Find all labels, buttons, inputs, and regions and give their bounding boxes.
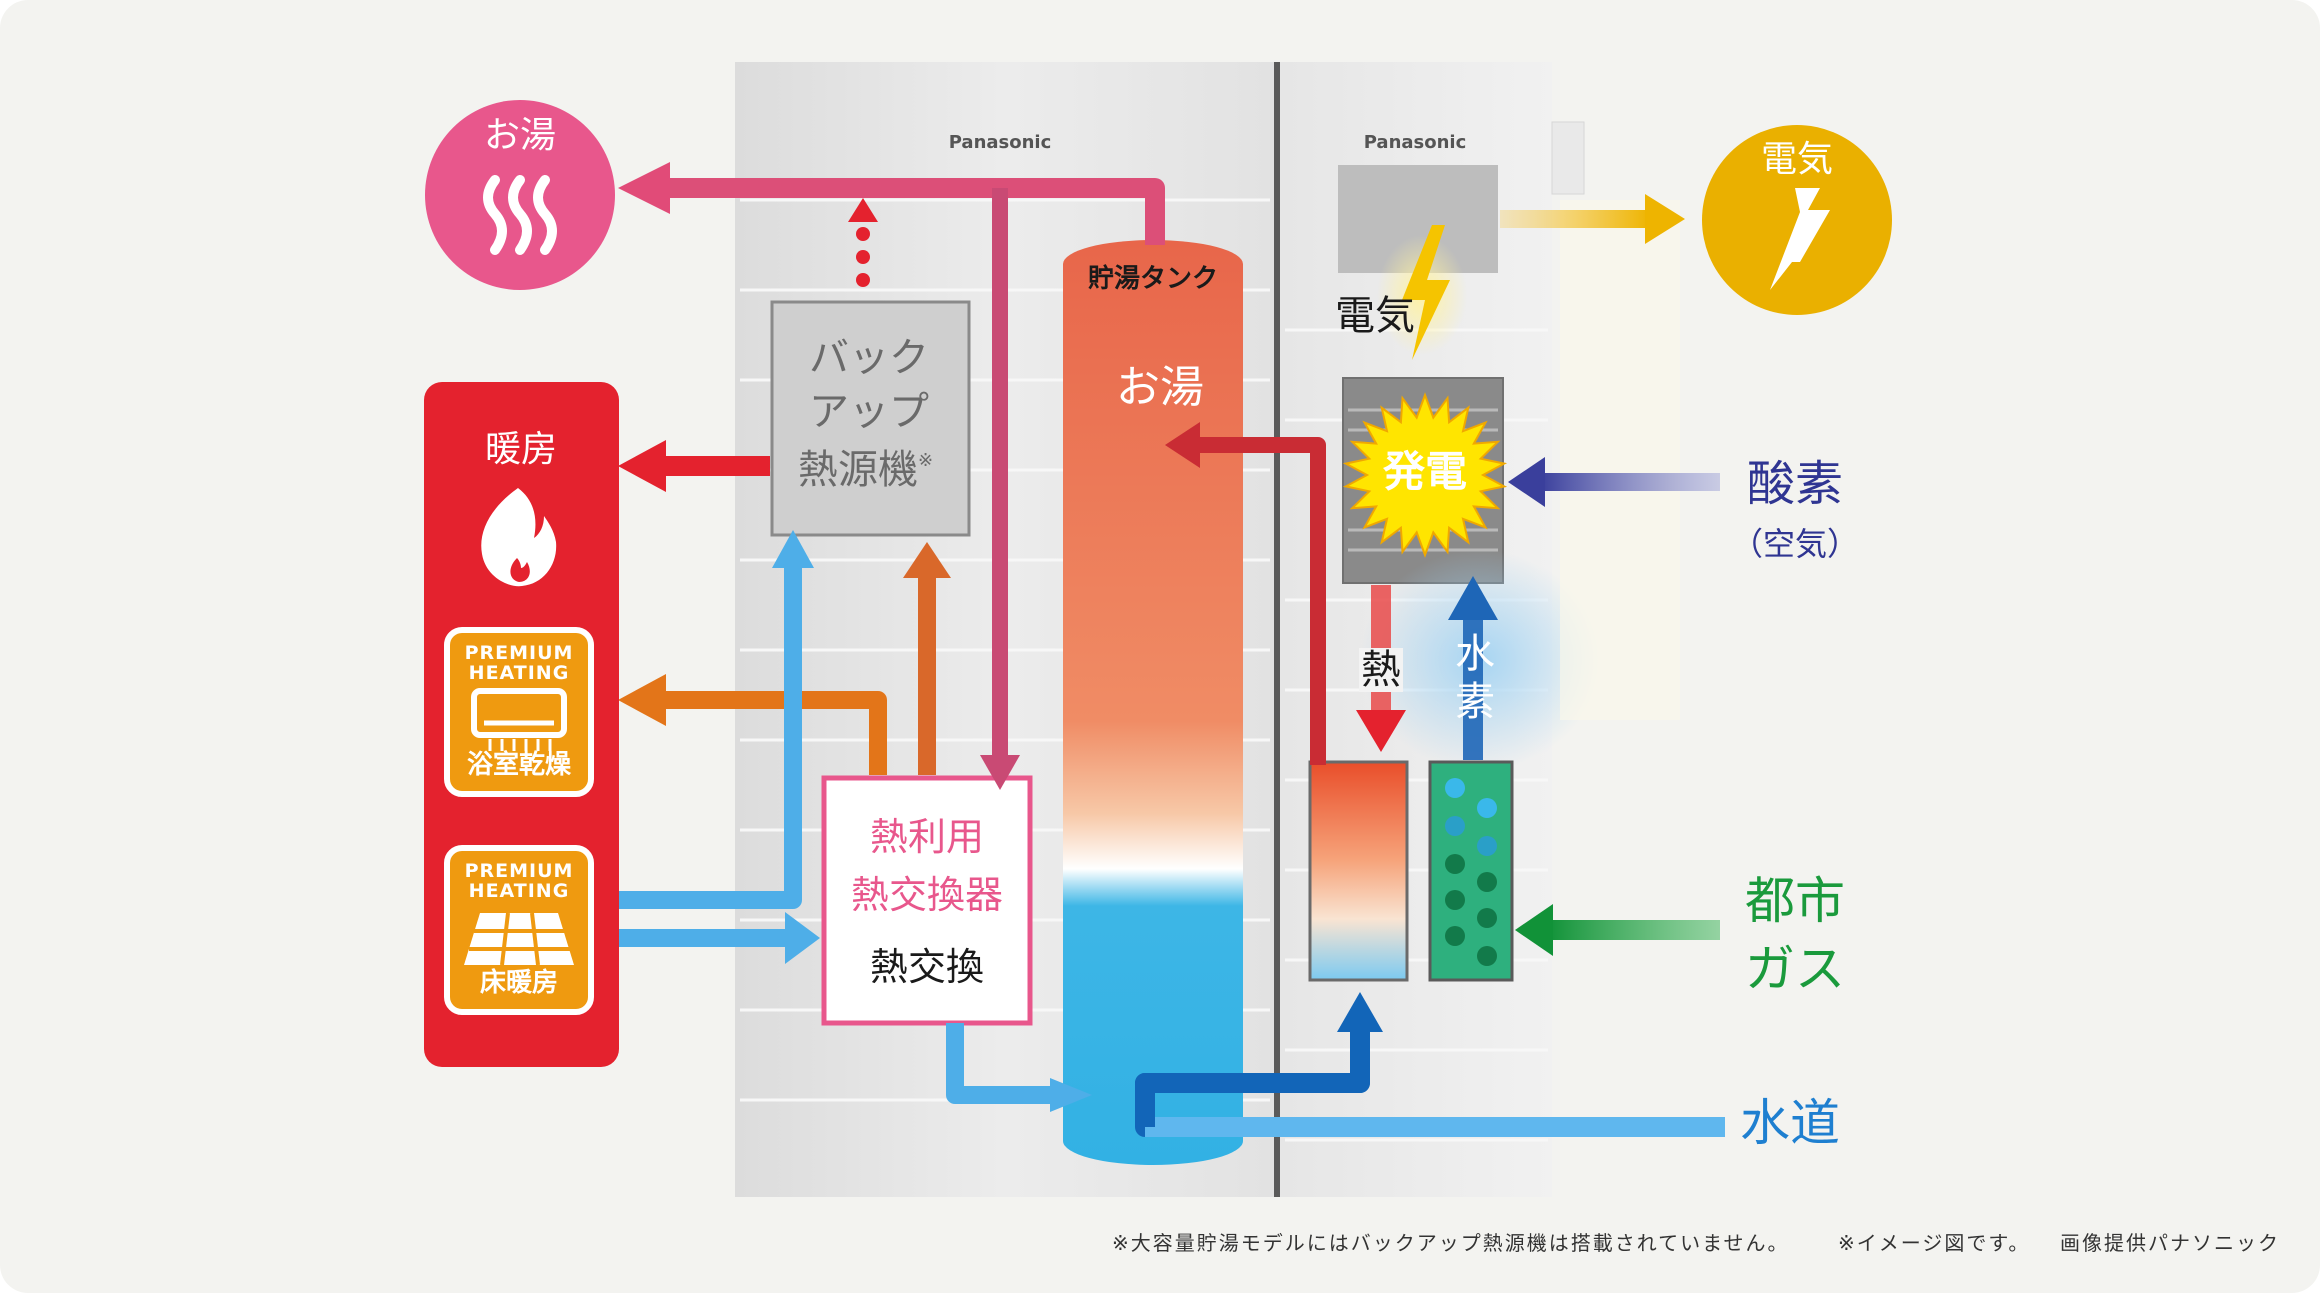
bath-dryer-label: 浴室乾燥 xyxy=(466,750,571,780)
generation-label: 発電 xyxy=(1382,447,1468,496)
footer-credit: 画像提供パナソニック xyxy=(2060,1231,2280,1255)
exchanger-label-line2: 熱交換器 xyxy=(850,873,1004,917)
exchanger-label-line1: 熱利用 xyxy=(869,815,985,859)
city-gas-label-line2: ガス xyxy=(1745,940,1845,998)
arrow-head-exchanger-in xyxy=(980,755,1020,790)
floor-heating-badge: PREMIUM HEATING 床暖房 xyxy=(444,845,594,1015)
backup-dotted-arrow xyxy=(848,198,878,287)
cream-strip xyxy=(1560,200,1680,720)
badge-premium-text: PREMIUM HEATING xyxy=(464,860,574,902)
heating-arrow-body xyxy=(660,456,770,476)
hot-water-output-label: お湯 xyxy=(483,115,557,156)
bath-dryer-icon xyxy=(471,688,567,751)
generation-starburst xyxy=(1342,392,1508,558)
heating-arrow-head xyxy=(618,440,666,492)
arrow-head-hot-water xyxy=(618,162,670,214)
side-knob xyxy=(1551,121,1585,195)
heat-recovery-block xyxy=(1308,760,1409,982)
badge-premium-text: PREMIUM HEATING xyxy=(464,642,574,684)
electricity-arrow xyxy=(1500,210,1650,228)
cabinet-divider xyxy=(1274,62,1280,1197)
gas-arrow xyxy=(1548,920,1720,940)
hydrogen-label-line2: 素 xyxy=(1455,679,1495,725)
hot-water-steam-icon xyxy=(483,175,557,255)
tank-title: 貯湯タンク xyxy=(1087,264,1219,294)
floor-heating-label: 床暖房 xyxy=(479,968,558,998)
bath-dryer-badge: PREMIUM HEATING 浴室乾燥 xyxy=(444,627,594,797)
hydrogen-up-arrow xyxy=(1463,615,1483,760)
backup-label-line2: アップ xyxy=(809,389,929,435)
backup-label-line3: 熱源機 xyxy=(798,447,918,493)
exchanger-to-backup-arrow xyxy=(918,575,936,775)
flame-icon xyxy=(481,488,557,587)
oxygen-label: 酸素 xyxy=(1746,456,1844,512)
lightning-bolt xyxy=(1402,225,1450,360)
reformer-dots xyxy=(1445,778,1497,966)
backup-note-mark: ※ xyxy=(918,450,934,471)
hot-water-circle xyxy=(425,100,615,290)
backup-heater-box xyxy=(770,300,971,537)
heating-output-label: 暖房 xyxy=(484,429,558,470)
electricity-inner-label: 電気 xyxy=(1335,293,1415,339)
brand-left: Panasonic xyxy=(948,132,1052,153)
heat-exchange-label: 熱交換 xyxy=(869,945,985,989)
heat-exchanger-box xyxy=(821,775,1033,1026)
footer-image-note: ※イメージ図です。 xyxy=(1838,1231,2031,1255)
reformer-block xyxy=(1428,760,1514,982)
hot-water-tank xyxy=(1063,240,1243,1165)
heat-to-tank-arrow xyxy=(1180,437,1326,765)
oxygen-sub-label: （空気） xyxy=(1730,525,1860,563)
brand-right: Panasonic xyxy=(1363,132,1467,153)
tank-hot-water-label: お湯 xyxy=(1116,362,1204,413)
footer-backup-note: ※大容量貯湯モデルにはバックアップ熱源機は搭載されていません。 xyxy=(1112,1231,1790,1255)
hydrogen-label-line1: 水 xyxy=(1455,631,1495,677)
hot-water-arrows xyxy=(668,178,1165,760)
lightning-icon xyxy=(1770,188,1830,290)
electricity-output-label: 電気 xyxy=(1760,139,1834,180)
heat-label: 熱 xyxy=(1359,647,1403,693)
floor-heating-loop xyxy=(618,560,1055,1104)
floor-heating-icon xyxy=(464,912,574,966)
backup-label-line1: バック xyxy=(809,335,929,381)
city-gas-label-line1: 都市 xyxy=(1745,872,1845,930)
water-supply-label: 水道 xyxy=(1740,1094,1840,1152)
bath-dryer-arrow xyxy=(665,691,887,775)
oxygen-arrow xyxy=(1540,473,1720,491)
